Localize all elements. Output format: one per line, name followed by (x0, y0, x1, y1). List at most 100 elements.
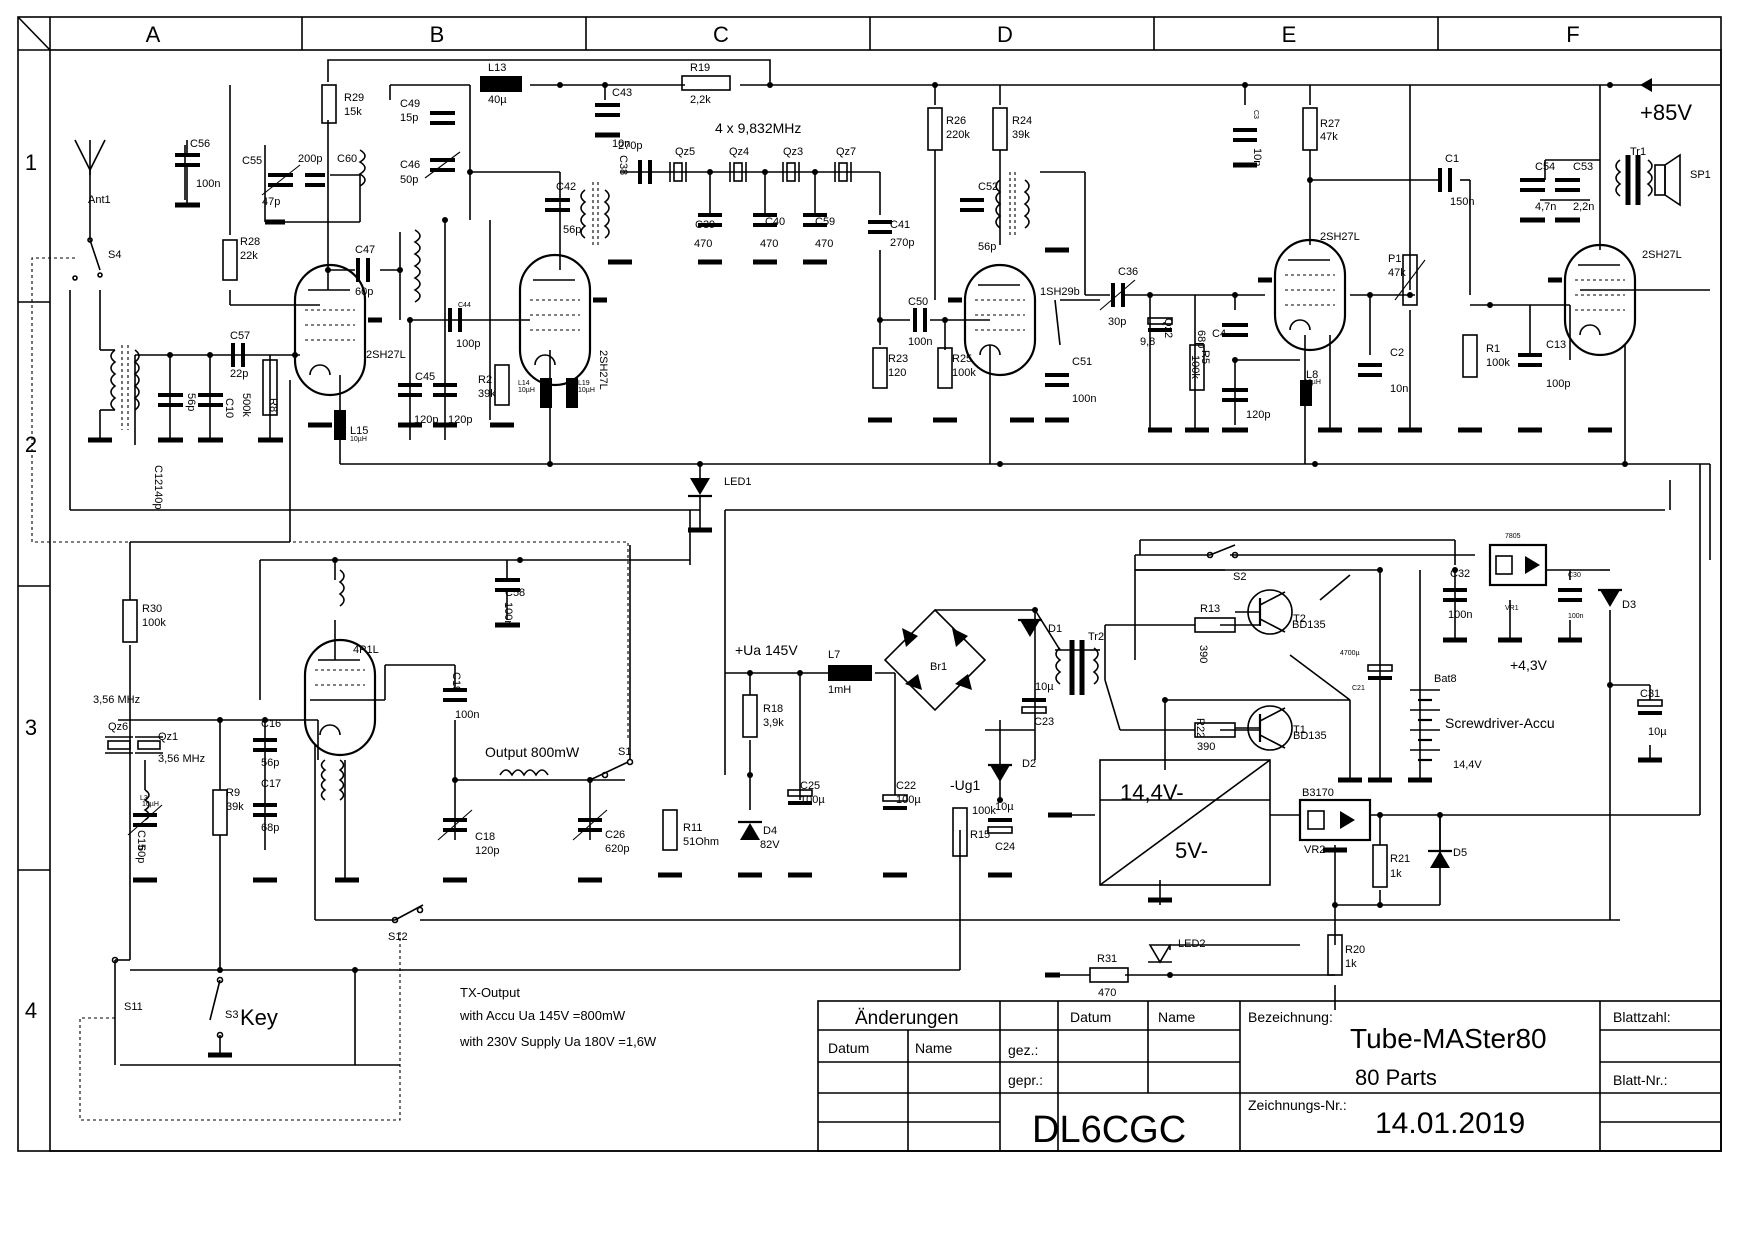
component-label: 1k (1390, 868, 1402, 880)
component-label: C31 (1640, 688, 1660, 700)
component-label: 100µ (800, 794, 825, 806)
component-label: C57 (230, 330, 250, 342)
component-label: LED1 (724, 476, 752, 488)
tube-v5 (1548, 243, 1637, 357)
component-label: C22 (896, 780, 916, 792)
tubes (293, 238, 1637, 757)
component-label: 39k (1012, 129, 1030, 141)
component-label: 56p (185, 393, 197, 411)
component-label: C46 (400, 159, 420, 171)
component-label: L14 (518, 380, 530, 387)
component-label: Tr1 (1630, 146, 1646, 158)
component-label: R28 (240, 236, 260, 248)
supply-43v: +4,3V (1510, 657, 1548, 673)
row-label: 1 (25, 150, 37, 175)
component-label: 470 (815, 238, 833, 250)
tube-v2 (518, 253, 607, 387)
component-label: 22p (230, 368, 248, 380)
component-label: C54 (1535, 161, 1555, 173)
component-label: 4P1L (353, 644, 379, 656)
row-label: 4 (25, 998, 37, 1023)
component-label: C2 (1390, 347, 1404, 359)
component-label: C12 (152, 465, 164, 485)
drawing-frame (17, 16, 1722, 1152)
component-label: R2 (478, 374, 492, 386)
diodes (688, 464, 1622, 964)
component-label: 7805 (1505, 533, 1521, 540)
ground-symbols (88, 132, 1662, 1058)
component-label: 2,2n (1573, 201, 1594, 213)
component-label: 500k (240, 393, 252, 417)
component-label: R9 (226, 787, 240, 799)
component-label: L15 (350, 425, 368, 437)
tube-v1 (293, 263, 382, 397)
component-label: 68p (261, 822, 279, 834)
col-label: C (713, 22, 729, 47)
component-label: 39k (226, 801, 244, 813)
component-label: C16 (261, 718, 281, 730)
component-label: 82V (760, 839, 780, 851)
component-label: 47p (262, 196, 280, 208)
sheet-number-label: Blatt-Nr.: (1613, 1072, 1667, 1088)
component-label: 56p (978, 241, 996, 253)
component-label: C59 (815, 216, 835, 228)
name-column: Name (915, 1040, 953, 1056)
component-label: 40µ (488, 94, 507, 106)
component-label: 14,4V (1453, 759, 1482, 771)
sheet-count-label: Blattzahl: (1613, 1009, 1671, 1025)
component-label: C4 (1212, 328, 1226, 340)
component-label: C43 (612, 87, 632, 99)
checked-label: gepr.: (1008, 1072, 1043, 1088)
component-label: 22k (240, 250, 258, 262)
component-label: 140p (152, 485, 164, 509)
row-labels: 1 2 3 4 (25, 150, 37, 1023)
date-column: Datum (828, 1040, 869, 1056)
component-label: D3 (1622, 599, 1636, 611)
component-label: R1 (1486, 343, 1500, 355)
component-label: 120p (448, 414, 472, 426)
component-label: S4 (108, 249, 121, 261)
component-label: 100n (455, 709, 479, 721)
component-label: C30 (1568, 572, 1581, 579)
tube-v4 (1258, 238, 1347, 352)
component-label: 120p (1246, 409, 1270, 421)
component-label: R19 (690, 62, 710, 74)
date-heading: Datum (1070, 1009, 1111, 1025)
component-label: 10µH (350, 436, 367, 443)
component-label: S2 (1233, 571, 1246, 583)
antenna-transformer (99, 345, 140, 440)
component-label: 620p (605, 843, 629, 855)
output-power-note: Output 800mW (485, 744, 580, 760)
parts-count: 80 Parts (1355, 1065, 1437, 1090)
components (72, 75, 1681, 1065)
tube-v3 (948, 263, 1037, 377)
component-label: 60p (135, 845, 147, 863)
component-label: D2 (1022, 758, 1036, 770)
component-label: 390 (1197, 741, 1215, 753)
component-label: C19 (450, 672, 462, 692)
component-label: BD135 (1292, 619, 1326, 631)
key-label: Key (240, 1005, 278, 1030)
component-label: 3,56 MHz (93, 694, 140, 706)
component-label: 100p (1546, 378, 1570, 390)
author-callsign: DL6CGC (1032, 1109, 1186, 1151)
component-label: C55 (242, 155, 262, 167)
component-label: R29 (344, 92, 364, 104)
component-label: C49 (400, 98, 420, 110)
transistors (1235, 589, 1293, 751)
transformers (1055, 153, 1681, 695)
component-label: 9,8 (1140, 336, 1155, 348)
col-label: A (146, 22, 161, 47)
component-label: VR1 (1505, 605, 1519, 612)
component-label: 2,2k (690, 94, 711, 106)
component-label: C40 (765, 216, 785, 228)
switch-s4 (72, 237, 103, 281)
component-label: R30 (142, 603, 162, 615)
component-label: R21 (1390, 853, 1410, 865)
tube-4p1l (303, 638, 377, 757)
component-label: T1 (1293, 724, 1306, 736)
component-label: L19 (578, 380, 590, 387)
component-label: 1k (1345, 958, 1357, 970)
psu-out: 5V- (1175, 838, 1208, 863)
tx-output-line1: with Accu Ua 145V =800mW (459, 1008, 626, 1023)
